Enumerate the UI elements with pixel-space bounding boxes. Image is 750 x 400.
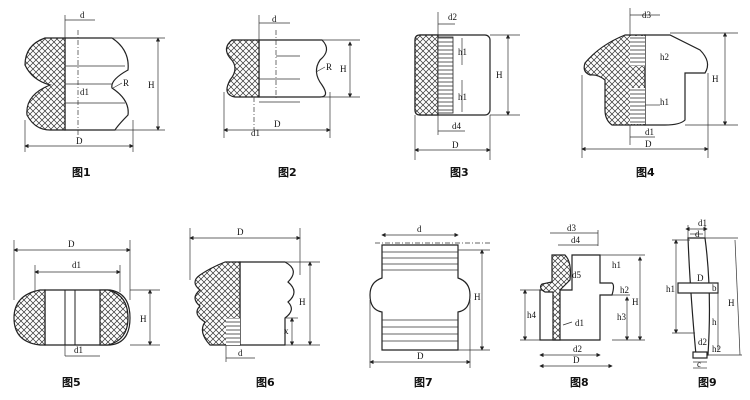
label-h2: h2 (660, 52, 669, 62)
figure-9: d1 d h1 D b H h d2 h2 c 图9 (666, 218, 742, 389)
label-d-outer: D (697, 273, 704, 283)
caption-fig6: 图6 (256, 376, 275, 389)
label-r: R (326, 62, 332, 72)
label-d1-top: d1 (72, 260, 81, 270)
caption-fig3: 图3 (450, 166, 469, 179)
label-h1-top: h1 (458, 47, 467, 57)
figure-1: d d1 R H D 图1 (24, 10, 165, 179)
figure-3: d2 h1 h1 H d4 D 图3 (414, 12, 520, 179)
caption-fig7: 图7 (414, 376, 433, 389)
label-d2: d2 (448, 12, 457, 22)
label-h: H (728, 298, 735, 308)
label-b: b (712, 283, 717, 293)
label-d2: d2 (698, 337, 707, 347)
label-d-outer: D (237, 227, 244, 237)
label-d1: d1 (74, 345, 83, 355)
figure-2: d d1 R H D 图2 (223, 14, 360, 179)
label-d2: d2 (573, 344, 582, 354)
figure-5: D d1 H d1 图5 (13, 239, 160, 389)
label-h: H (148, 80, 155, 90)
label-r: R (123, 78, 129, 88)
label-h: H (712, 74, 719, 84)
label-h4: h4 (527, 310, 537, 320)
label-h: H (496, 70, 503, 80)
label-h: H (340, 64, 347, 74)
label-d: d (417, 224, 422, 234)
label-d5: d5 (572, 270, 582, 280)
label-d1: d1 (645, 127, 654, 137)
label-h1: h1 (666, 284, 675, 294)
label-d3: d3 (642, 10, 652, 20)
label-h: H (474, 292, 481, 302)
label-x: x (284, 326, 289, 336)
label-h: H (140, 314, 147, 324)
label-h1: h1 (660, 97, 669, 107)
figure-7: d H D 图7 (369, 224, 490, 389)
label-c: c (697, 359, 701, 369)
label-h1: h1 (612, 260, 621, 270)
label-h: H (299, 297, 306, 307)
label-h-small: h (712, 317, 717, 327)
label-d1: d1 (575, 318, 584, 328)
label-d: d (238, 348, 243, 358)
caption-fig4: 图4 (636, 166, 655, 179)
label-h1: h1 (458, 92, 467, 102)
label-d-outer: D (573, 355, 580, 365)
label-d: d (80, 10, 85, 20)
label-d1: d1 (698, 218, 707, 228)
figure-8: d3 d4 h1 d5 h2 H h3 h4 d1 d2 D 图8 (520, 223, 645, 389)
label-h: H (632, 297, 639, 307)
label-d: d (272, 14, 277, 24)
label-d-outer: D (274, 119, 281, 129)
label-d-outer: D (417, 351, 424, 361)
caption-fig9: 图9 (698, 376, 717, 389)
label-d4: d4 (571, 235, 581, 245)
label-d-outer: D (68, 239, 75, 249)
label-d4: d4 (452, 121, 462, 131)
label-h2: h2 (620, 285, 629, 295)
label-d1: d1 (80, 87, 89, 97)
caption-fig2: 图2 (278, 166, 297, 179)
figure-4: d3 h2 h1 H d1 D 图4 (581, 8, 738, 179)
label-h2: h2 (712, 344, 721, 354)
caption-fig1: 图1 (72, 166, 91, 179)
label-d3: d3 (567, 223, 577, 233)
label-d1: d1 (251, 128, 260, 138)
label-d-outer: D (76, 136, 83, 146)
label-h3: h3 (617, 312, 627, 322)
label-d-outer: D (452, 140, 459, 150)
caption-fig8: 图8 (570, 376, 589, 389)
figure-6: D H x d 图6 (189, 227, 320, 389)
label-d-outer: D (645, 139, 652, 149)
label-d: d (695, 229, 700, 239)
caption-fig5: 图5 (62, 376, 81, 389)
